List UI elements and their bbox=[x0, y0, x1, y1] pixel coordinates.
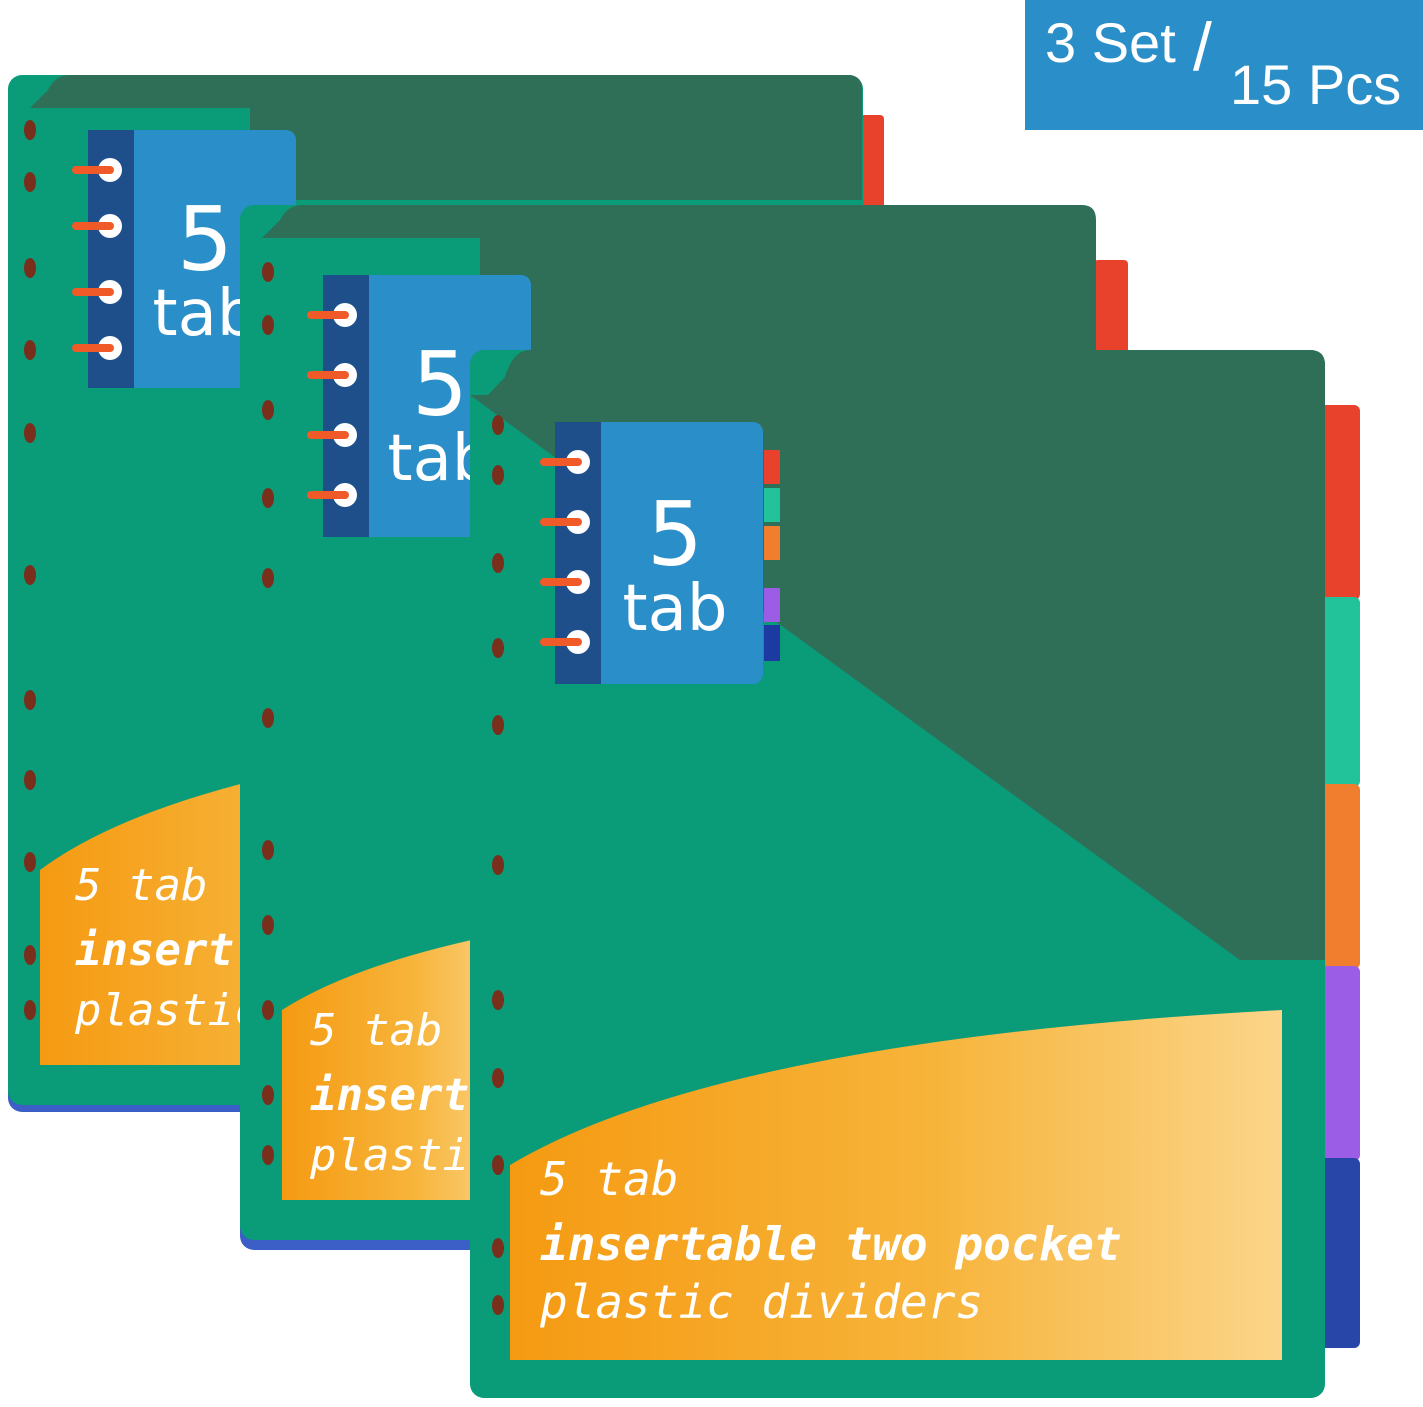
spiral-rings-icon bbox=[72, 158, 122, 360]
spiral-rings-icon bbox=[540, 450, 590, 654]
tab-orange bbox=[1318, 784, 1360, 969]
middle-pocket-line1: 5 tab bbox=[310, 1005, 442, 1056]
divider-front: 5 tab 5 tab insertable two pocket plasti… bbox=[470, 350, 1360, 1398]
pocket-text-line3: plastic dividers bbox=[539, 1275, 983, 1329]
tab-red bbox=[1318, 405, 1360, 600]
set-count-badge: 3 Set / 15 Pcs bbox=[1025, 0, 1423, 130]
tab-purple bbox=[1318, 966, 1360, 1161]
back-pocket-line3: plastic bbox=[74, 985, 260, 1036]
cover-label-number: 5 bbox=[647, 483, 703, 586]
cover-label-number: 5 bbox=[412, 333, 468, 436]
divider-front-pocket bbox=[282, 930, 520, 1200]
divider-front-pocket bbox=[510, 1010, 1282, 1360]
middle-pocket-line2: insert bbox=[310, 1070, 469, 1121]
cover-label-number: 5 bbox=[177, 188, 233, 291]
binder-holes bbox=[262, 262, 274, 1165]
badge-set-count: 3 Set bbox=[1045, 11, 1176, 74]
divider-top-pocket bbox=[8, 75, 862, 200]
tab-teal bbox=[1318, 597, 1360, 787]
badge-piece-count: 15 Pcs bbox=[1230, 53, 1402, 116]
cover-label-word: tab bbox=[153, 277, 258, 351]
cover-label: 5 tab bbox=[540, 422, 780, 684]
middle-pocket-line3: plastic bbox=[309, 1130, 495, 1181]
back-pocket-line2: insert bbox=[75, 925, 234, 976]
spiral-rings-icon bbox=[307, 303, 357, 507]
divider-top-pocket bbox=[240, 205, 1096, 350]
pocket-text-line2: insertable two pocket bbox=[540, 1217, 1122, 1271]
label-color-strip bbox=[764, 450, 780, 661]
pocket-text-line1: 5 tab bbox=[540, 1152, 678, 1206]
binder-holes bbox=[492, 415, 504, 1315]
tab-blue bbox=[1318, 1158, 1360, 1348]
cover-label-word: tab bbox=[623, 572, 728, 646]
back-pocket-line1: 5 tab bbox=[75, 860, 207, 911]
colored-tabs bbox=[1318, 405, 1360, 1348]
badge-slash: / bbox=[1193, 9, 1212, 85]
binder-holes bbox=[24, 120, 36, 1020]
